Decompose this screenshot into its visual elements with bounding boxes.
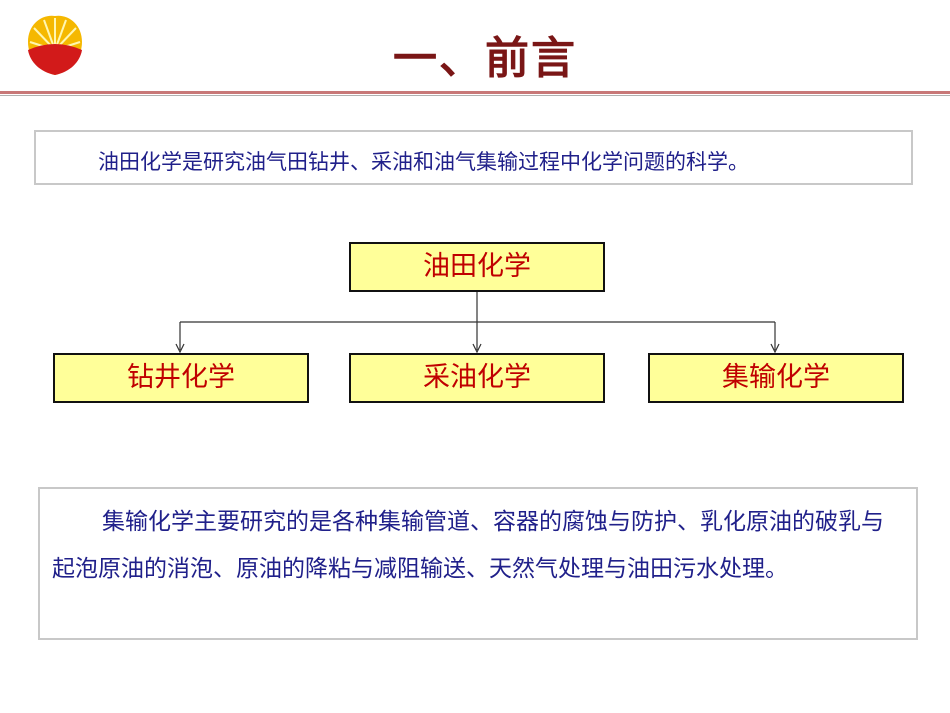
description-text: 集输化学主要研究的是各种集输管道、容器的腐蚀与防护、乳化原油的破乳与起泡原油的消… [52, 509, 884, 582]
arrow-head-right [770, 343, 780, 354]
description-box: 集输化学主要研究的是各种集输管道、容器的腐蚀与防护、乳化原油的破乳与起泡原油的消… [38, 487, 918, 640]
header-divider [0, 91, 950, 94]
arrow-head-center [472, 343, 482, 354]
definition-box: 油田化学是研究油气田钻井、采油和油气集输过程中化学问题的科学。 [34, 130, 913, 185]
definition-text: 油田化学是研究油气田钻井、采油和油气集输过程中化学问题的科学。 [98, 150, 749, 174]
arrow-head-left [175, 343, 185, 354]
node-drilling-chemistry: 钻井化学 [53, 353, 309, 403]
node-production-chemistry: 采油化学 [349, 353, 605, 403]
page-title: 一、前言 [393, 33, 577, 84]
company-logo-icon [28, 15, 82, 75]
header-divider-thin [0, 95, 950, 96]
node-oilfield-chemistry: 油田化学 [349, 242, 605, 292]
node-gathering-chemistry: 集输化学 [648, 353, 904, 403]
